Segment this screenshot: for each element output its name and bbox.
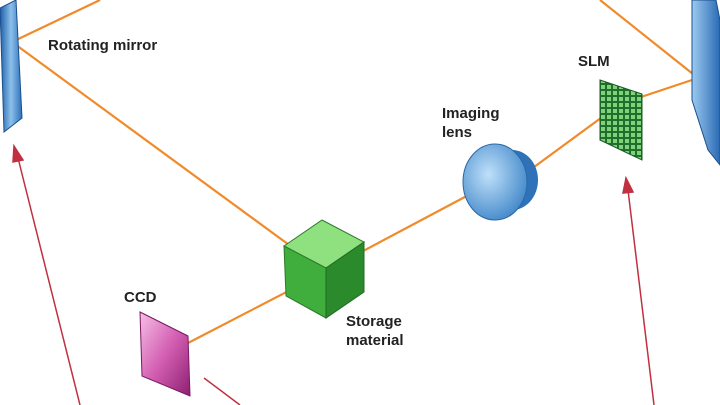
arrow-from-ccd [203,377,241,405]
label-storage-material: Storage material [346,312,404,350]
annotation-arrows [12,143,655,405]
slm [599,79,643,161]
arrow-to-mirror-head [12,143,25,163]
right-mirror [691,0,720,166]
beam-path [11,0,699,344]
label-storage-material-line2: material [346,332,404,349]
label-imaging-lens-line2: lens [442,124,473,141]
arrow-to-slm [627,189,655,405]
rotating-mirror [0,0,23,133]
beam-top-left [11,0,101,43]
label-imaging-lens: Imaging lens [442,104,500,142]
beam-lens-to-cube [349,189,479,259]
arrow-to-slm-head [622,175,635,194]
label-ccd: CCD [124,289,157,306]
label-rotating-mirror: Rotating mirror [48,37,158,54]
beam-cube-to-ccd [187,284,301,344]
ccd [139,311,191,397]
label-slm: SLM [578,53,610,70]
imaging-lens [462,143,538,221]
beam-reference [11,41,297,251]
storage-material-cube [283,219,365,319]
label-imaging-lens-line1: Imaging [442,105,500,122]
arrow-to-mirror [17,157,81,405]
beam-top-right [599,0,699,79]
label-storage-material-line1: Storage [346,313,402,330]
